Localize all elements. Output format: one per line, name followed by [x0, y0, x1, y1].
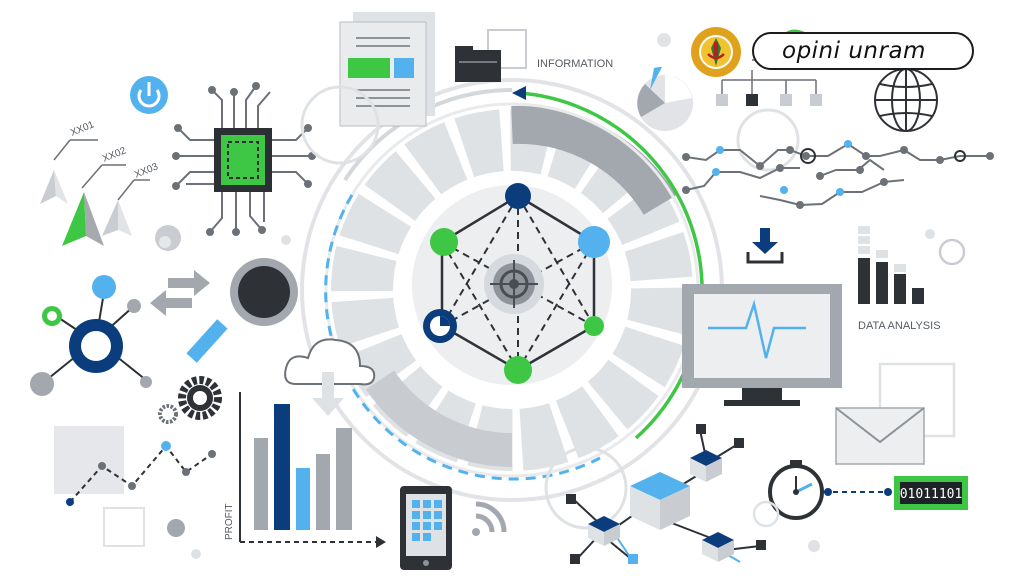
pyramid-icon: XX01 XX02 XX03 [40, 119, 160, 246]
bar-chart-icon [858, 226, 924, 304]
swap-arrows-icon [150, 270, 210, 316]
binary-readout: 01011101 [900, 487, 963, 502]
power-icon [130, 76, 168, 114]
hub-node-icon [30, 275, 152, 396]
brand-badge: opini unram [690, 26, 980, 78]
university-logo-icon [691, 27, 741, 77]
pie-chart-icon [637, 66, 693, 131]
center-network [412, 183, 612, 385]
cpu-chip-icon [172, 82, 316, 236]
series-2-label: XX02 [101, 145, 128, 165]
globe-icon [874, 68, 938, 132]
profit-label: PROFIT [224, 503, 235, 540]
line-chart-icon [54, 426, 216, 547]
series-1-label: XX01 [69, 119, 96, 139]
tablet-icon [400, 486, 452, 570]
document-icon [339, 12, 435, 127]
target-icon [484, 254, 544, 314]
gear-icon [158, 376, 222, 424]
monitor-heartbeat-icon [682, 284, 842, 406]
stopwatch-icon [768, 460, 824, 520]
magnifier-icon [186, 258, 298, 363]
cloud-download-icon [284, 338, 376, 416]
folder-icon [455, 29, 527, 82]
data-analysis-label: DATA ANALYSIS [858, 320, 941, 332]
profit-chart: PROFIT [224, 392, 386, 548]
information-label: INFORMATION [537, 58, 613, 70]
series-3-label: XX03 [133, 161, 160, 181]
mail-icon [835, 362, 956, 465]
central-ring [300, 78, 724, 502]
brand-name: opini unram [782, 38, 926, 64]
binary-display-icon: 01011101 [894, 476, 968, 510]
download-icon [746, 228, 784, 264]
network-nodes [682, 140, 994, 209]
brand-pill [752, 32, 974, 70]
wifi-signal-icon [472, 501, 507, 536]
cube-network-icon [544, 424, 766, 564]
network-flow-icon [685, 142, 990, 207]
